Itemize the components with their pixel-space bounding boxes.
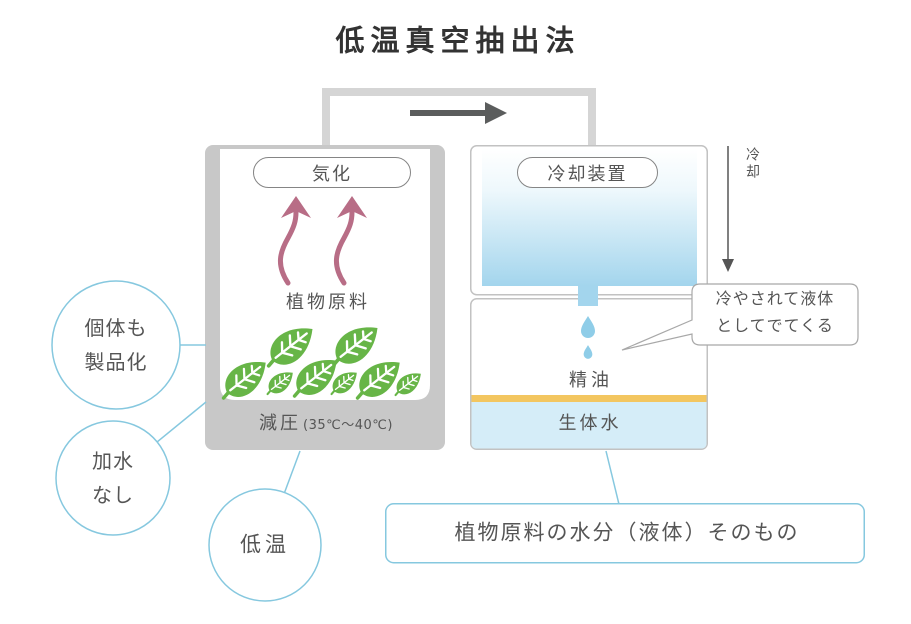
feature-line: 個体も: [84, 316, 148, 340]
vapor-pipe: [322, 88, 596, 150]
pressure-text: 減圧: [259, 413, 302, 434]
vapor-arrow-icon: [278, 196, 311, 286]
cooling-down-arrow-icon: [722, 146, 734, 272]
vaporize-label: 気化: [253, 157, 411, 188]
feature-circle-no-water: [55, 420, 171, 536]
feature-no-water-text: 加水 なし: [92, 444, 134, 512]
plant-material-label: 植物原料: [286, 292, 370, 313]
hydrosol-layer: [471, 402, 707, 449]
collection-vessel: [470, 298, 708, 450]
callout-bubble: [621, 283, 859, 351]
essential-oil-band: [471, 395, 707, 402]
essential-oil-label: 精油: [569, 370, 613, 391]
temperature-range: (35℃～40℃): [303, 418, 393, 433]
cooling-label: 冷却: [744, 147, 760, 181]
water-note-box: [385, 503, 865, 564]
pressure-label: 減圧(35℃～40℃): [259, 415, 393, 433]
page-title: 低温真空抽出法: [335, 23, 581, 58]
hydrosol-label: 生体水: [558, 413, 622, 434]
cooler-label: 冷却装置: [517, 157, 658, 188]
feature-circle-low-temp: [208, 488, 322, 602]
callout-text-line-2: としてでてくる: [716, 316, 834, 335]
feature-line: なし: [92, 483, 134, 507]
feature-circle-solids: [51, 280, 181, 410]
feature-low-temp-text: 低温: [240, 532, 290, 557]
feature-solids-text: 個体も 製品化: [85, 311, 148, 379]
feature-line: 製品化: [84, 350, 148, 374]
vapor-arrow-icon: [334, 196, 367, 286]
flow-arrow-icon: [410, 102, 507, 124]
callout-text-line-1: 冷やされて液体: [715, 289, 835, 308]
water-note-text: 植物原料の水分（液体）そのもの: [454, 520, 800, 545]
vessel-chamber: [220, 149, 430, 400]
feature-line: 加水: [92, 449, 134, 473]
cooler-nozzle: [578, 285, 598, 306]
